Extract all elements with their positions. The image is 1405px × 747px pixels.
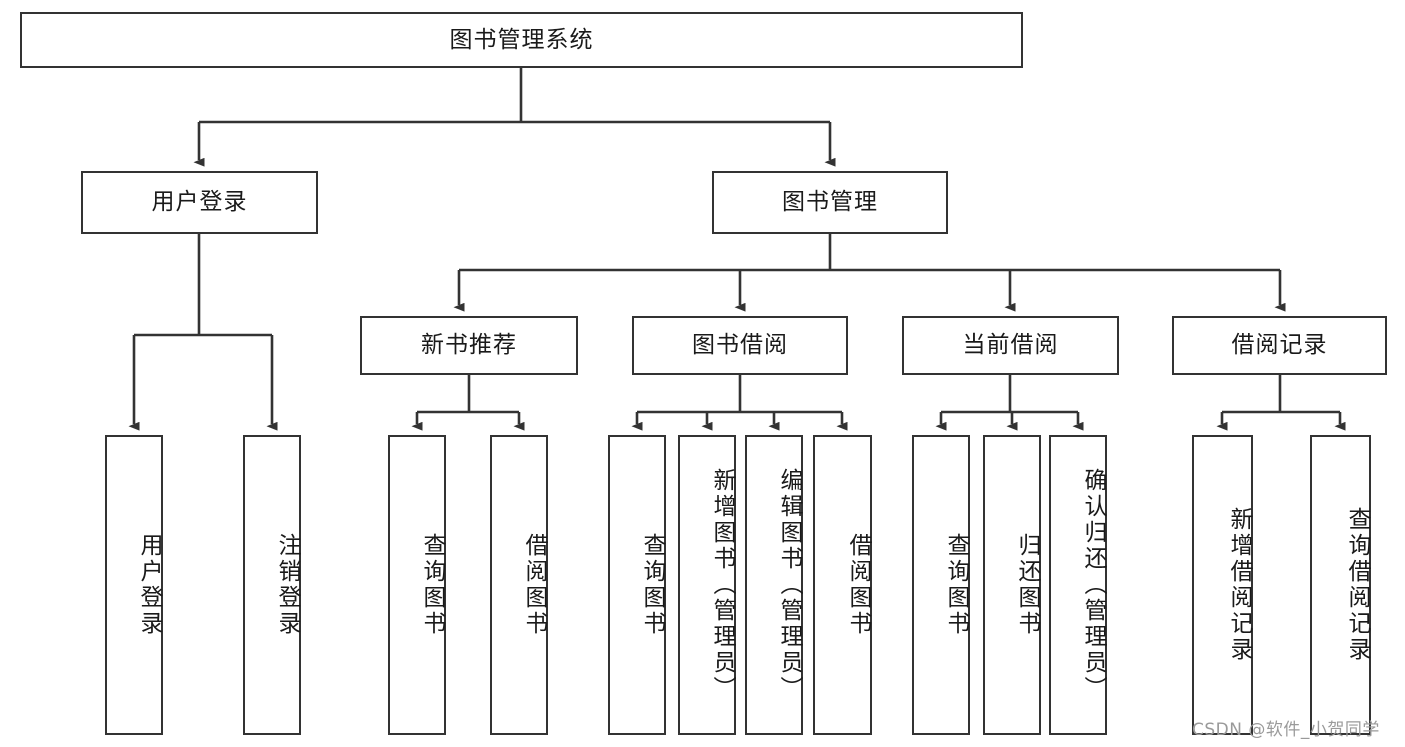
node-user-login[interactable]: 用户登录 [81, 171, 318, 234]
node-borrowing-records[interactable]: 借阅记录 [1172, 316, 1387, 375]
node-current-borrowing[interactable]: 当前借阅 [902, 316, 1119, 375]
leaf-query-books-borrowing[interactable]: 查询图书 [608, 435, 666, 735]
leaf-query-books-recommendation[interactable]: 查询图书 [388, 435, 446, 735]
edge-trunk [459, 234, 1280, 272]
node-label: 借阅图书 [845, 533, 871, 637]
node-book-borrowing[interactable]: 图书借阅 [632, 316, 848, 375]
leaf-add-book-admin[interactable]: 新增图书（管理员） [678, 435, 736, 735]
node-label: 借阅图书 [521, 533, 547, 637]
leaf-confirm-return-admin[interactable]: 确认归还（管理员） [1049, 435, 1107, 735]
node-label: 查询借阅记录 [1344, 507, 1370, 663]
edge-trunk [417, 375, 519, 414]
node-label: 归还图书 [1014, 533, 1040, 637]
leaf-borrow-books[interactable]: 借阅图书 [813, 435, 872, 735]
node-label: 查询图书 [419, 533, 445, 637]
node-label: 新增图书（管理员） [709, 468, 735, 702]
node-label: 当前借阅 [962, 332, 1059, 359]
node-label: 图书借阅 [692, 332, 788, 359]
leaf-query-borrow-record[interactable]: 查询借阅记录 [1310, 435, 1371, 735]
edge-trunk [1222, 375, 1340, 414]
node-label: 图书管理 [782, 189, 878, 216]
edge-trunk [637, 375, 842, 414]
leaf-edit-book-admin[interactable]: 编辑图书（管理员） [745, 435, 803, 735]
node-label: 用户登录 [136, 533, 162, 637]
watermark: CSDN @软件_小贺同学 [1192, 720, 1380, 740]
node-label: 新书推荐 [421, 332, 517, 359]
node-label: 查询图书 [639, 533, 665, 637]
node-label: 查询图书 [943, 533, 969, 637]
node-label: 用户登录 [151, 189, 248, 216]
node-label: 编辑图书（管理员） [776, 468, 802, 702]
node-book-management[interactable]: 图书管理 [712, 171, 948, 234]
leaf-add-borrow-record[interactable]: 新增借阅记录 [1192, 435, 1253, 735]
leaf-query-books-current[interactable]: 查询图书 [912, 435, 970, 735]
node-root[interactable]: 图书管理系统 [20, 12, 1023, 68]
leaf-user-login[interactable]: 用户登录 [105, 435, 163, 735]
node-label: 注销登录 [274, 533, 300, 637]
node-label: 图书管理系统 [449, 26, 594, 53]
node-label: 借阅记录 [1231, 332, 1328, 359]
leaf-return-books[interactable]: 归还图书 [983, 435, 1041, 735]
edge-trunk [134, 234, 272, 337]
leaf-logout[interactable]: 注销登录 [243, 435, 301, 735]
node-label: 确认归还（管理员） [1080, 468, 1106, 702]
edge-trunk [941, 375, 1078, 414]
node-new-book-recommendation[interactable]: 新书推荐 [360, 316, 578, 375]
node-label: 新增借阅记录 [1226, 507, 1252, 663]
leaf-borrow-books-recommendation[interactable]: 借阅图书 [490, 435, 548, 735]
edge-trunk [199, 68, 830, 124]
